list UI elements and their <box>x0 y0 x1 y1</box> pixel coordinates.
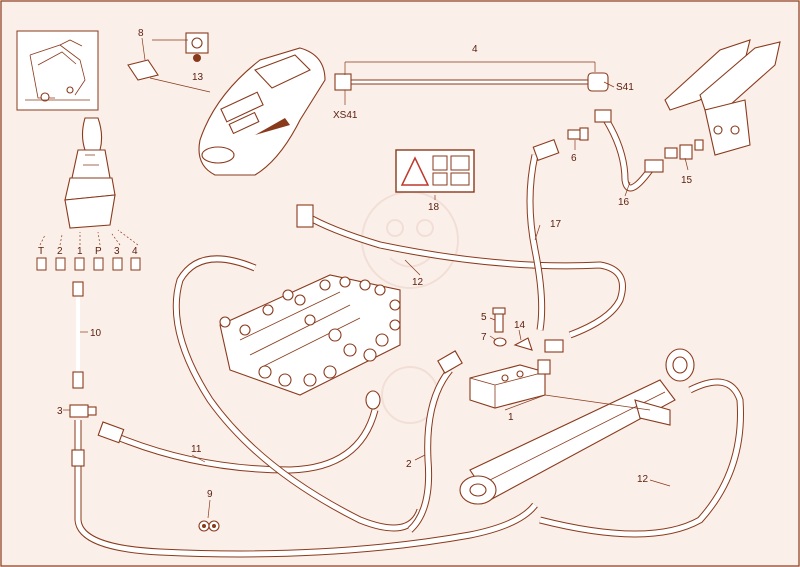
port-label-1: 1 <box>77 246 83 257</box>
connector-xs41-label: XS41 <box>333 110 358 121</box>
callout-9: 9 <box>207 489 213 500</box>
callout-16: 16 <box>618 197 630 208</box>
callout-2: 2 <box>406 459 412 470</box>
small-parts-8-13 <box>127 32 209 81</box>
port-fittings-row <box>36 229 141 271</box>
callout-labels: 1 2 3 4 5 6 7 8 9 10 11 12 12 13 14 15 1… <box>57 28 693 500</box>
callout-12-lower: 12 <box>637 474 649 485</box>
excavator-inset <box>16 30 99 111</box>
port-labels: T 2 1 P 3 4 <box>38 246 138 257</box>
port-label-2: 2 <box>57 246 63 257</box>
port-label-p: P <box>95 246 102 257</box>
hose-lower-loop <box>71 420 538 558</box>
hose-12-lower <box>539 378 744 538</box>
callout-15: 15 <box>681 175 693 186</box>
hydraulic-cylinder <box>459 348 695 505</box>
remote-control-unit <box>198 47 326 176</box>
fittings-6-15 <box>567 127 704 160</box>
callout-1: 1 <box>508 412 514 423</box>
port-label-4: 4 <box>132 246 138 257</box>
cable-4 <box>334 72 609 92</box>
callout-7: 7 <box>481 332 487 343</box>
hose-upper-loop <box>172 255 424 532</box>
connector-s41-label: S41 <box>616 82 634 93</box>
hose-2 <box>407 350 463 533</box>
callout-11: 11 <box>191 444 202 455</box>
callout-18: 18 <box>428 202 440 213</box>
hose-16 <box>594 109 664 192</box>
fittings-5-7-14 <box>492 307 533 351</box>
block-valve-1 <box>469 339 564 409</box>
callout-10: 10 <box>90 328 102 339</box>
callout-13: 13 <box>192 72 204 83</box>
port-label-t: T <box>38 246 44 257</box>
washers-9 <box>198 520 220 532</box>
tee-fitting-3 <box>69 404 97 418</box>
port-label-3: 3 <box>114 246 120 257</box>
callout-17: 17 <box>550 219 562 230</box>
leader-lines <box>63 37 689 519</box>
hose-10 <box>72 281 84 389</box>
callout-12-upper: 12 <box>412 277 424 288</box>
callout-14: 14 <box>514 320 526 331</box>
callout-5: 5 <box>481 312 487 323</box>
warning-decal-18 <box>395 149 475 193</box>
joystick-assembly <box>64 117 116 229</box>
hose-12-upper <box>296 204 626 339</box>
hose-11 <box>97 390 381 474</box>
hose-17 <box>526 138 560 331</box>
callout-8: 8 <box>138 28 144 39</box>
callout-6: 6 <box>571 153 577 164</box>
callout-3: 3 <box>57 406 63 417</box>
callout-4: 4 <box>472 44 478 55</box>
control-valve-bank <box>219 274 401 396</box>
foot-pedals <box>664 39 781 156</box>
